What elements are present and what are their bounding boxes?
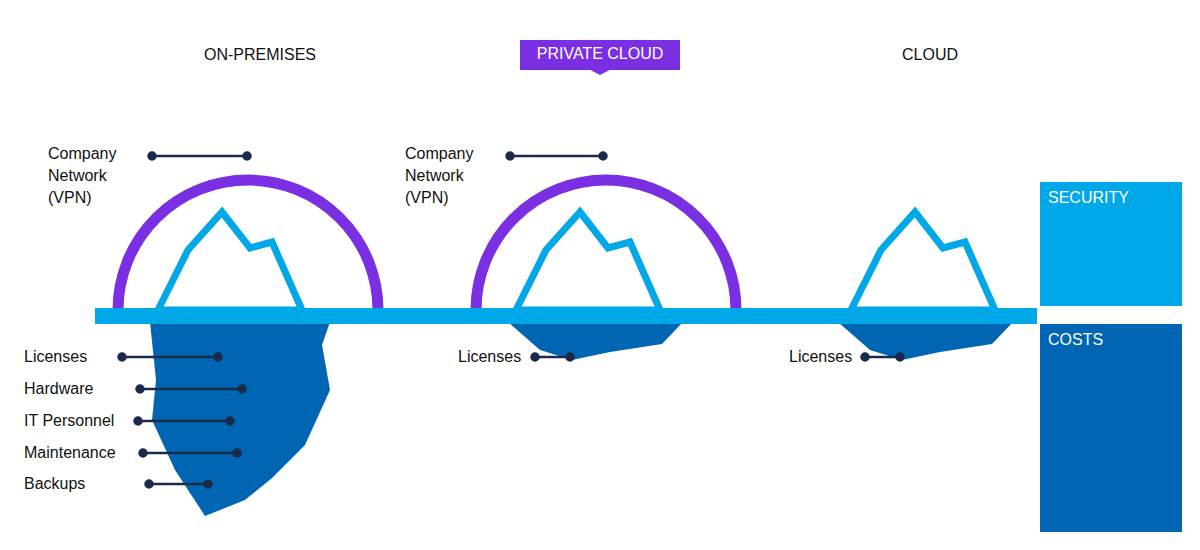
callout-label: Licenses — [458, 347, 521, 367]
callout-label: Licenses — [24, 347, 87, 367]
column-heading: CLOUD — [902, 45, 958, 65]
panel-title: SECURITY — [1048, 188, 1174, 208]
leader-lines — [119, 153, 904, 488]
callout-label: Licenses — [789, 347, 852, 367]
column-heading: ON-PREMISES — [204, 45, 316, 65]
iceberg-underwater — [838, 322, 1013, 360]
vpn-dome — [476, 180, 736, 310]
iceberg-tip — [158, 212, 302, 310]
water-line — [95, 308, 1037, 324]
callout-label: Backups — [24, 474, 85, 494]
callout-label: Hardware — [24, 379, 93, 399]
iceberg-underwater — [508, 322, 683, 360]
banner-text: PRIVATE CLOUD — [532, 44, 668, 64]
iceberg-underwater — [150, 322, 330, 516]
callout-label: Company Network (VPN) — [48, 143, 116, 209]
private-cloud-banner: PRIVATE CLOUD — [520, 40, 680, 75]
callout-label: Maintenance — [24, 443, 116, 463]
callout-label: Company Network (VPN) — [405, 143, 473, 209]
vpn-dome — [118, 180, 378, 310]
iceberg-tip — [851, 212, 995, 310]
costs-panel: COSTS — [1040, 324, 1182, 532]
security-panel: SECURITY — [1040, 182, 1182, 306]
iceberg-tip — [516, 212, 660, 310]
callout-label: IT Personnel — [24, 411, 114, 431]
panel-title: COSTS — [1048, 330, 1174, 350]
